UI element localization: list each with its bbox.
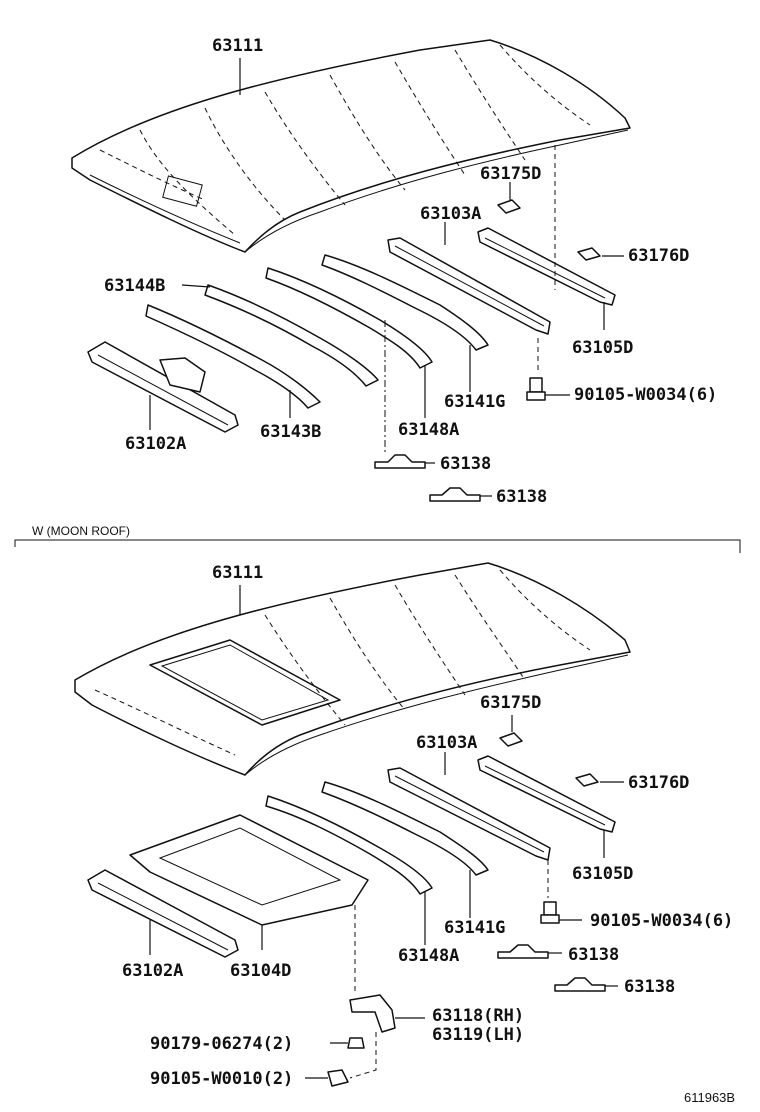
front-rail-63102a-bottom <box>87 869 239 958</box>
label-63105d-top: 63105D <box>572 338 634 358</box>
section-header-moon-roof: W (MOON ROOF) <box>32 524 130 538</box>
label-63105d-bottom: 63105D <box>572 864 634 884</box>
bolt-bottom <box>540 860 582 924</box>
clip-63138-1-bottom <box>497 944 562 959</box>
label-63138-1-bottom: 63138 <box>568 945 620 965</box>
bracket-63176d-top <box>577 247 624 261</box>
bolt-top <box>526 338 570 401</box>
label-63148a-top: 63148A <box>398 420 460 440</box>
rail-63105d-top <box>477 227 616 330</box>
bow-63144b-top <box>181 284 379 387</box>
label-63138-1-top: 63138 <box>440 454 492 474</box>
label-63143b-top: 63143B <box>260 422 322 442</box>
front-rail-63102a-top <box>87 341 239 433</box>
label-63175d-top: 63175D <box>480 164 542 184</box>
label-63111-bottom: 63111 <box>212 563 264 583</box>
rail-63105d-bottom <box>477 755 616 858</box>
clip-63138-2-bottom <box>554 977 618 992</box>
bracket-63176d-bottom <box>575 773 624 787</box>
rail-63103a-bottom <box>387 752 551 861</box>
bracket-63175d-top <box>497 182 521 214</box>
label-63103a-top: 63103A <box>420 204 482 224</box>
bow-63148a-top <box>265 267 433 418</box>
reference-number: 611963B <box>684 1090 736 1105</box>
label-63175d-bottom: 63175D <box>480 693 542 713</box>
label-63138-2-bottom: 63138 <box>624 977 676 997</box>
bow-63141g-bottom <box>321 781 489 918</box>
label-63176d-top: 63176D <box>628 246 690 266</box>
label-63103a-bottom: 63103A <box>416 733 478 753</box>
rail-63103a-top <box>387 222 551 335</box>
roof-panel-top <box>71 39 631 253</box>
label-63176d-bottom: 63176D <box>628 773 690 793</box>
label-bolt-bottom: 90105-W0034(6) <box>590 911 734 931</box>
bracket-63175d-bottom <box>499 715 523 747</box>
bow-63141g-top <box>321 254 489 392</box>
bow-63148a-bottom <box>265 795 433 945</box>
label-63102a-top: 63102A <box>125 434 187 454</box>
label-bolt2-bottom: 90105-W0010(2) <box>150 1069 294 1089</box>
label-63102a-bottom: 63102A <box>122 961 184 981</box>
label-bolt-top: 90105-W0034(6) <box>574 385 718 405</box>
label-63148a-bottom: 63148A <box>398 946 460 966</box>
clip-63138-2-top <box>429 487 492 502</box>
bow-63143b-top <box>145 304 321 418</box>
screw-bottom <box>330 1032 377 1079</box>
label-63104d-bottom: 63104D <box>230 961 292 981</box>
label-63144b-top: 63144B <box>104 276 166 296</box>
label-63111-top: 63111 <box>212 36 264 56</box>
roof-panel-bottom <box>74 562 631 776</box>
label-63141g-bottom: 63141G <box>444 918 506 938</box>
label-63119-bottom: 63119(LH) <box>432 1025 525 1045</box>
label-63118-bottom: 63118(RH) <box>432 1006 525 1026</box>
bracket-63118-bottom <box>349 905 425 1033</box>
bolt2-bottom <box>305 1069 349 1087</box>
label-63138-2-top: 63138 <box>496 487 548 507</box>
label-screw-bottom: 90179-06274(2) <box>150 1034 294 1054</box>
clip-63138-1-top <box>374 320 435 469</box>
label-63141g-top: 63141G <box>444 392 506 412</box>
frame-63104d-bottom <box>129 814 369 950</box>
